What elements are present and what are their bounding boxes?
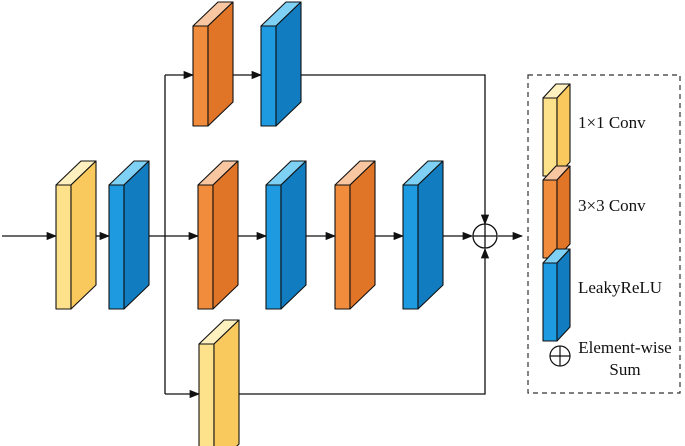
arrow-bottom-branch-to-sum	[239, 247, 490, 395]
block-face-front	[260, 25, 277, 127]
block-face-front	[192, 25, 209, 127]
block-face-front	[402, 184, 419, 310]
leakyrelu-top-block	[260, 1, 302, 127]
block-face-side	[213, 319, 240, 446]
sum-node-icon	[472, 223, 498, 249]
block-face-front	[542, 97, 558, 177]
conv3x3-top-block	[192, 1, 234, 127]
legend-swatch-leakyrelu	[542, 248, 571, 342]
leakyrelu-input-block	[108, 160, 150, 310]
block-face-front	[197, 184, 214, 310]
legend-swatch-conv1x1	[542, 83, 571, 177]
conv3x3-middle-block-1	[197, 160, 239, 310]
legend: 1×1 Conv 3×3 Conv LeakyReLU Element-wise…	[527, 74, 681, 394]
block-face-side	[212, 160, 239, 310]
block-face-side	[349, 160, 376, 310]
legend-sum-icon	[549, 345, 571, 367]
conv1x1-bottom-block	[198, 319, 240, 446]
legend-border	[527, 74, 681, 394]
legend-label-leakyrelu: LeakyReLU	[578, 278, 662, 297]
leakyrelu-middle-block-1	[265, 160, 307, 310]
block-face-front	[108, 184, 125, 310]
block-face-front	[542, 179, 558, 259]
leakyrelu-middle-block-2	[402, 160, 444, 310]
conv1x1-input-block	[55, 160, 97, 310]
block-face-side	[123, 160, 150, 310]
legend-label-sum-line2: Sum	[609, 360, 640, 379]
block-face-front	[542, 262, 558, 342]
block-face-front	[265, 184, 282, 310]
legend-swatch-conv3x3	[542, 165, 571, 259]
arrow-top-branch-to-sum	[300, 74, 490, 226]
legend-label-conv3x3: 3×3 Conv	[578, 196, 646, 215]
block-face-side	[556, 83, 571, 177]
block-face-front	[198, 343, 215, 446]
conv3x3-middle-block-2	[334, 160, 376, 310]
block-face-side	[207, 1, 234, 127]
block-face-side	[70, 160, 97, 310]
block-face-side	[280, 160, 307, 310]
block-face-side	[556, 248, 571, 342]
block-face-side	[275, 1, 302, 127]
block-face-front	[334, 184, 351, 310]
block-face-front	[55, 184, 72, 310]
legend-label-sum-line1: Element-wise	[578, 338, 671, 357]
block-face-side	[417, 160, 444, 310]
legend-label-conv1x1: 1×1 Conv	[578, 113, 646, 132]
block-face-side	[556, 165, 571, 259]
